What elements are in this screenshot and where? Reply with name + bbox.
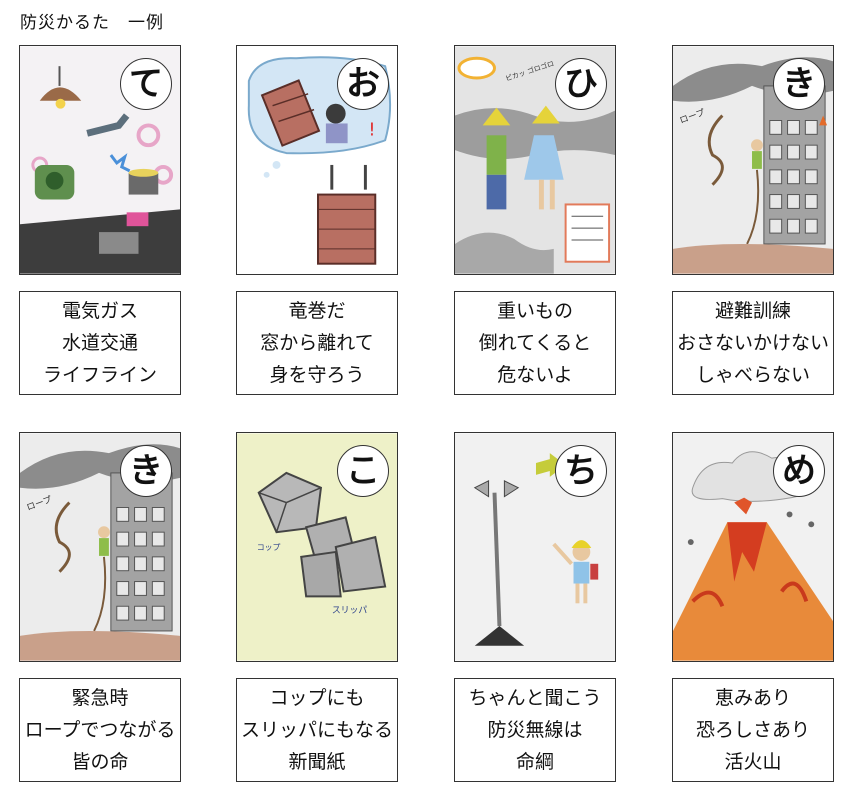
caption-line: 水道交通 — [61, 332, 138, 354]
caption-line: 重いもの — [496, 300, 573, 322]
caption-line: 恵みあり — [714, 687, 791, 709]
karuta-card-6: コップ スリッパ こ — [236, 432, 398, 662]
card-caption-1: 電気ガス 水道交通 ライフライン — [19, 291, 181, 395]
card-caption-8: 恵みあり 恐ろしさあり 活火山 — [672, 678, 834, 782]
caption-line: ライフライン — [42, 364, 157, 386]
caption-line: 命綱 — [515, 751, 554, 773]
card-caption-7: ちゃんと聞こう 防災無線は 命綱 — [454, 678, 616, 782]
caption-line: スリッパにもなる — [240, 719, 393, 741]
karuta-card-2: ! お — [236, 45, 398, 275]
kana-circle: き — [120, 445, 172, 497]
caption-line: 活火山 — [724, 751, 782, 773]
card-caption-4: 避難訓練 おさないかけない しゃべらない — [672, 291, 834, 395]
card-caption-2: 竜巻だ 窓から離れて 身を守ろう — [236, 291, 398, 395]
caption-line: 皆の命 — [71, 751, 129, 773]
caption-line: ちゃんと聞こう — [468, 687, 602, 709]
karuta-card-8: め — [672, 432, 834, 662]
caption-line: コップにも — [269, 687, 365, 709]
kana-circle: め — [773, 445, 825, 497]
svg-text:!: ! — [368, 120, 375, 140]
caption-line: 倒れてくると — [478, 332, 592, 354]
caption-line: しゃべらない — [695, 364, 810, 386]
karuta-card-4: ロープ き — [672, 45, 834, 275]
caption-line: 危ないよ — [497, 364, 573, 386]
art-text-slipper: スリッパ — [332, 605, 368, 616]
art-text-cup: コップ — [257, 543, 281, 552]
caption-line: 恐ろしさあり — [695, 719, 810, 741]
kana-circle: て — [120, 58, 172, 110]
caption-line: 避難訓練 — [714, 300, 791, 322]
page-title: 防災かるた 一例 — [20, 13, 164, 33]
caption-line: 新聞紙 — [288, 751, 346, 773]
kana-circle: ひ — [555, 58, 607, 110]
card-caption-3: 重いもの 倒れてくると 危ないよ — [454, 291, 616, 395]
card-caption-5: 緊急時 ロープでつながる 皆の命 — [19, 678, 181, 782]
kana-circle: お — [337, 58, 389, 110]
caption-line: おさないかけない — [676, 332, 829, 354]
caption-line: 電気ガス — [61, 300, 138, 322]
karuta-card-7: ち — [454, 432, 616, 662]
card-illustration-kitchen — [20, 46, 180, 274]
karuta-card-3: ピカッ ゴロゴロ ひ — [454, 45, 616, 275]
caption-line: 窓から離れて — [260, 332, 374, 354]
caption-line: 防災無線は — [487, 719, 583, 741]
kana-circle: こ — [337, 445, 389, 497]
karuta-card-5: ロープ き — [19, 432, 181, 662]
kana-circle: ち — [555, 445, 607, 497]
card-caption-6: コップにも スリッパにもなる 新聞紙 — [236, 678, 398, 782]
caption-line: 身を守ろう — [269, 364, 365, 386]
caption-line: 竜巻だ — [288, 300, 346, 322]
karuta-card-1: て — [19, 45, 181, 275]
caption-line: 緊急時 — [71, 687, 129, 709]
caption-line: ロープでつながる — [24, 719, 176, 741]
kana-circle: き — [773, 58, 825, 110]
